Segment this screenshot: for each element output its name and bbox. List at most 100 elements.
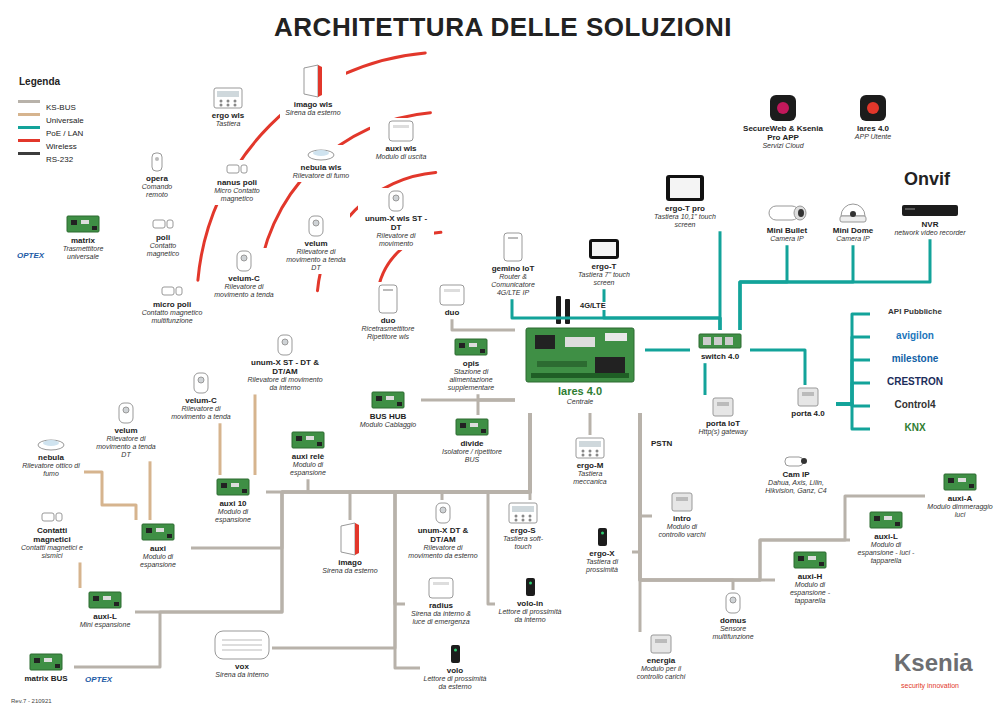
device-icon (597, 527, 608, 547)
icon-part (30, 654, 62, 670)
product-name: duo (432, 308, 472, 317)
icon-part (819, 562, 824, 566)
product-name: unum-X ST - DT & DT/AM (247, 358, 323, 376)
bus-connector (452, 319, 515, 330)
product-description: Ricetrasmettitore Ripetitore wls (354, 325, 422, 341)
product-name: gemino IoT (482, 264, 544, 273)
device-node: radiusSirena da interno & luce di emerge… (405, 575, 477, 628)
icon-part (902, 205, 958, 216)
product-description: Modulo dimmeraggio luci (927, 503, 993, 519)
icon-part (469, 343, 477, 347)
bus-connector (640, 413, 652, 516)
bus-connector (750, 350, 805, 385)
device-node: opisStazione di alimentazione supplement… (432, 335, 510, 394)
product-name: volo (422, 666, 488, 675)
legend-item: PoE / LAN (18, 122, 55, 133)
device-icon (307, 147, 335, 161)
icon-part (504, 233, 522, 261)
icon-part (103, 596, 111, 600)
icon-part (605, 333, 627, 341)
icon-part (93, 596, 99, 601)
logo-text: API Pubbliche (872, 307, 958, 316)
device-node: velumRilevatore di movimento a tenda DT (282, 213, 350, 274)
device-node: divideIsolatore / ripetitore BUS (436, 415, 508, 466)
product-name: imago (322, 558, 378, 567)
icon-part (725, 337, 733, 345)
product-description: Rilevatore di movimento (360, 232, 432, 248)
bus-connector (836, 360, 870, 404)
device-icon (308, 215, 324, 237)
device-node: nanus poliMicro Contatto magnetico (205, 160, 269, 205)
icon-part (456, 419, 488, 435)
device-node: voxSirena da interno (212, 628, 272, 681)
device-node: energiaModulo per il controllo carichi (625, 632, 697, 683)
product-description: Micro Contatto magnetico (207, 187, 267, 203)
product-description: Modulo di espansione (277, 461, 339, 477)
icon-part (601, 532, 604, 535)
device-node: auxi-AModulo dimmeraggio luci (925, 470, 995, 521)
device-icon (525, 577, 536, 597)
product-description: Tastiera 7" touch screen (575, 271, 633, 287)
product-description: Lettore di prossimità da interno (497, 608, 563, 624)
product-description: Modulo di uscita (372, 153, 430, 161)
icon-part (227, 100, 230, 103)
legend-swatch (18, 113, 40, 116)
icon-part (389, 121, 413, 141)
device-node: poliContatto magnetico (132, 215, 194, 260)
device-node: gemino IoTRouter & Comunicatore 4G/LTE I… (480, 230, 546, 299)
icon-part (162, 287, 174, 295)
device-node: duo (430, 282, 474, 319)
product-description: Comando remoto (130, 183, 184, 199)
icon-part (231, 483, 239, 487)
product-description: Camera IP (760, 235, 814, 243)
icon-part (595, 357, 625, 373)
icon-part (214, 88, 242, 108)
icon-part (592, 242, 616, 256)
product-name: nebula wls (292, 163, 350, 172)
device-icon (377, 284, 399, 314)
device-node: Mini DomeCamera IP (824, 200, 882, 245)
product-description: Router & Comunicatore 4G/LTE IP (482, 273, 544, 297)
product-name: radius (407, 601, 475, 610)
brand-logo: OPTEX (16, 252, 45, 261)
device-icon (151, 152, 163, 172)
icon-part (582, 454, 585, 457)
icon-part (217, 479, 249, 495)
icon-part (522, 515, 525, 518)
product-name: auxi-A (927, 494, 993, 503)
product-description: Rilevatore di movimento a tenda DT (95, 435, 157, 459)
antenna (565, 299, 570, 324)
logo-text: avigilon (872, 330, 958, 342)
icon-part (582, 450, 585, 453)
device-icon (388, 190, 404, 212)
icon-part (969, 484, 974, 488)
device-icon (88, 590, 122, 610)
icon-part (672, 493, 692, 511)
bus-connector (219, 423, 222, 475)
icon-part (850, 211, 856, 217)
device-icon (508, 502, 538, 524)
device-icon (339, 522, 361, 556)
icon-part (770, 95, 796, 121)
device-node: nebulaRilevatore ottico di fumo (18, 435, 84, 480)
icon-part (55, 664, 60, 668)
product-name: ergo-X (574, 549, 630, 558)
device-node: Contatti magneticiContatti magnetici e s… (18, 508, 86, 562)
icon-part (905, 208, 915, 210)
icon-part (699, 334, 741, 348)
product-description: Isolatore / ripetitore BUS (438, 448, 506, 464)
device-icon (793, 550, 827, 570)
device-node: matrixTrasmettitore universale (52, 212, 114, 263)
icon-part (393, 195, 399, 201)
icon-part (798, 388, 818, 406)
icon-part (481, 429, 486, 433)
product-description: Contatti magnetici e sismici (20, 544, 84, 560)
product-description: APP Utente (844, 133, 902, 141)
logo-box: avigilon (870, 328, 960, 344)
device-node: voloLettore di prossimità da esterno (420, 642, 490, 693)
icon-part (220, 100, 223, 103)
icon-part (529, 515, 532, 518)
device-icon (161, 284, 183, 298)
icon-part (537, 361, 587, 367)
icon-part (508, 237, 518, 239)
